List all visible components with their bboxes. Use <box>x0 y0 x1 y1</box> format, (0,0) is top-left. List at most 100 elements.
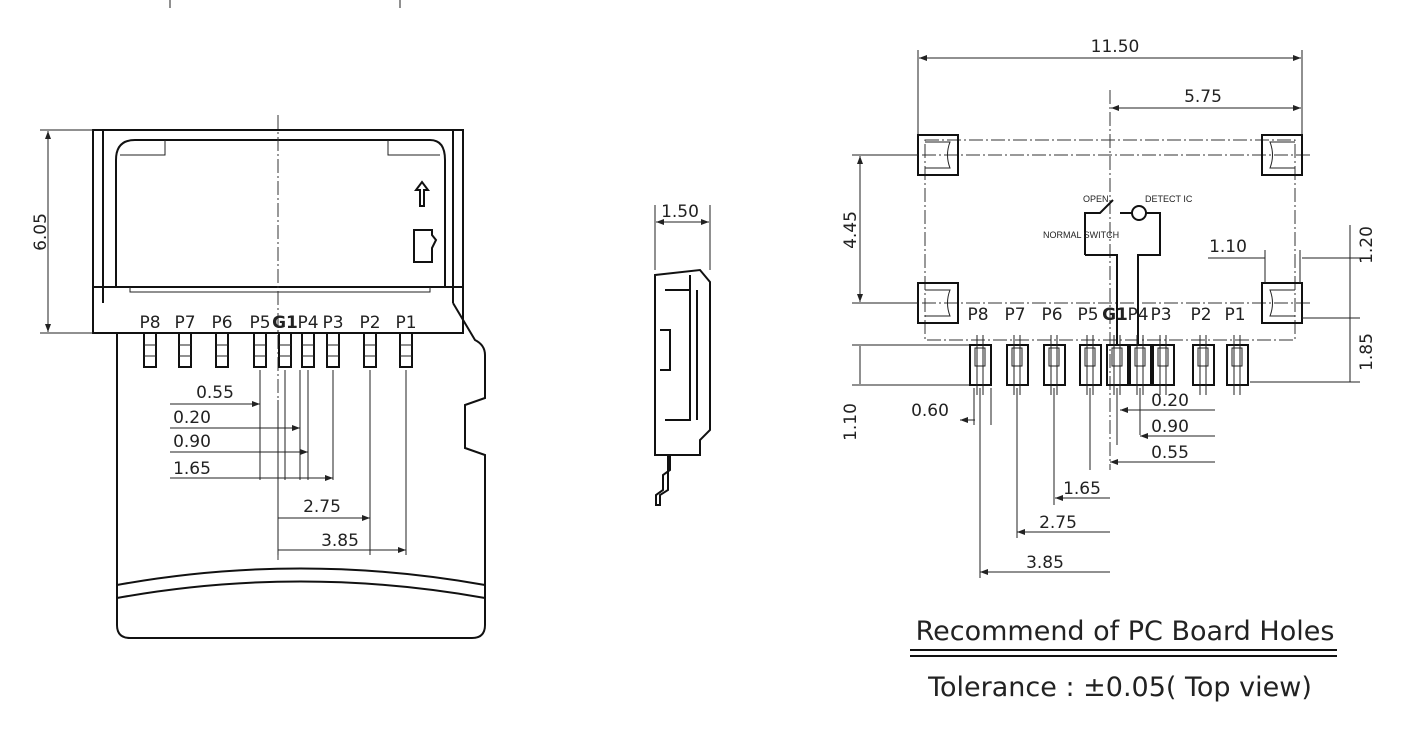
dim-label: 4.45 <box>841 211 861 249</box>
pin-detail <box>144 344 156 357</box>
pin <box>399 332 413 368</box>
pin-label: P8 <box>967 305 988 325</box>
pin <box>278 332 292 368</box>
pin-dimensions: 0.60 0.20 0.90 0.55 1.65 2.75 3.85 <box>911 388 1215 578</box>
height-dim: 6.05 <box>31 129 93 334</box>
pin-hole <box>1226 344 1249 386</box>
pin <box>215 332 229 368</box>
pin-detail <box>179 344 191 357</box>
dim-label: 0.90 <box>1151 417 1189 437</box>
pin-label: P3 <box>322 313 343 333</box>
pin-pad <box>1197 347 1209 367</box>
pin-pad <box>1134 347 1146 367</box>
dim-label: 0.20 <box>173 408 211 428</box>
pin-hole <box>969 344 992 386</box>
pin-centerline <box>1233 335 1241 395</box>
tolerance-note: Tolerance : ±0.05( Top view) <box>927 672 1312 703</box>
pin-label: P8 <box>139 313 160 333</box>
caption-title: Recommend of PC Board Holes <box>916 616 1335 647</box>
dim-label: 5.75 <box>1184 87 1222 107</box>
pin <box>253 332 267 368</box>
pin-centerline <box>1086 335 1094 395</box>
pin-label: P2 <box>1190 305 1211 325</box>
detect-circuit: OPEN DETECT IC NORMAL SWITCH <box>1043 194 1193 345</box>
dim-label: 1.10 <box>841 403 861 441</box>
top-dims: 11.50 5.75 <box>917 37 1303 135</box>
pin-hole <box>1152 344 1175 386</box>
dim-label: 1.10 <box>1209 237 1247 257</box>
pin-detail <box>302 344 314 357</box>
pin-hole <box>1043 344 1066 386</box>
right-v-dims: 1.20 1.85 1.10 <box>1208 225 1377 383</box>
pin-label: P6 <box>211 313 232 333</box>
pin-label: P4 <box>297 313 318 333</box>
dim-label: 0.20 <box>1151 391 1189 411</box>
pin-hole <box>1106 344 1129 386</box>
pin-detail <box>400 344 412 357</box>
pin-hole <box>1006 344 1029 386</box>
pin-detail <box>216 344 228 357</box>
dim-label: 3.85 <box>1026 553 1064 573</box>
detect-ic-label: DETECT IC <box>1145 194 1193 204</box>
pin-label: G1 <box>272 313 298 333</box>
dim-label: 1.65 <box>1063 479 1101 499</box>
pin-dimensions: 0.55 0.20 0.90 1.65 2.75 3.85 <box>170 370 407 555</box>
pin-label: G1 <box>1102 305 1128 325</box>
pin <box>178 332 192 368</box>
pin-pad <box>1011 347 1023 367</box>
normal-switch-label: NORMAL SWITCH <box>1043 230 1119 240</box>
dim-label: 1.20 <box>1357 226 1377 264</box>
dim-label: 1.65 <box>173 459 211 479</box>
pin <box>363 332 377 368</box>
pin-label: P3 <box>1150 305 1171 325</box>
pin-detail <box>364 344 376 357</box>
pin <box>301 332 315 368</box>
dim-label: 2.75 <box>303 497 341 517</box>
pin-label: P5 <box>1077 305 1098 325</box>
pin-label: P1 <box>395 313 416 333</box>
pin-centerline <box>1136 335 1144 395</box>
dim-label: 0.55 <box>196 383 234 403</box>
dim-label: 2.75 <box>1039 513 1077 533</box>
dim-label: 1.85 <box>1357 333 1377 371</box>
pin-pad <box>1111 347 1123 367</box>
pin-pad <box>1048 347 1060 367</box>
pin-hole <box>1192 344 1215 386</box>
pin-centerline <box>1013 335 1021 395</box>
pin-centerline <box>976 335 984 395</box>
caption: Recommend of PC Board Holes Tolerance : … <box>910 616 1337 703</box>
pin-label: P4 <box>1127 305 1148 325</box>
pin-pad <box>974 347 986 367</box>
dim-label: 3.85 <box>321 531 359 551</box>
pin <box>143 332 157 368</box>
dim-label: 0.55 <box>1151 443 1189 463</box>
dim-label: 6.05 <box>31 213 51 251</box>
dim-label: 0.90 <box>173 432 211 452</box>
pin-pad <box>1084 347 1096 367</box>
pin-hole <box>1079 344 1102 386</box>
dim-label: 1.50 <box>661 202 699 222</box>
pin-centerline <box>1113 335 1121 395</box>
pin-centerline <box>1050 335 1058 395</box>
card-outline <box>116 302 486 639</box>
pin-detail <box>254 344 266 357</box>
pin-label: P2 <box>359 313 380 333</box>
dim-label: 11.50 <box>1091 37 1140 57</box>
pin-label: P1 <box>1224 305 1245 325</box>
pin-hole <box>1129 344 1152 386</box>
left-v-dims: 4.45 1.10 <box>841 154 970 441</box>
pin-label: P7 <box>174 313 195 333</box>
pin-label: P5 <box>249 313 270 333</box>
pin-pad <box>1157 347 1169 367</box>
pin-label: P6 <box>1041 305 1062 325</box>
pin-label: P7 <box>1004 305 1025 325</box>
open-label: OPEN <box>1083 194 1109 204</box>
dim-label: 0.60 <box>911 401 949 421</box>
pcb-view: 11.50 5.75 4.45 1.10 1.20 1.85 1.10 <box>841 37 1377 578</box>
side-view: 1.50 <box>654 202 711 506</box>
pin-centerline <box>1159 335 1167 395</box>
pin <box>326 332 340 368</box>
